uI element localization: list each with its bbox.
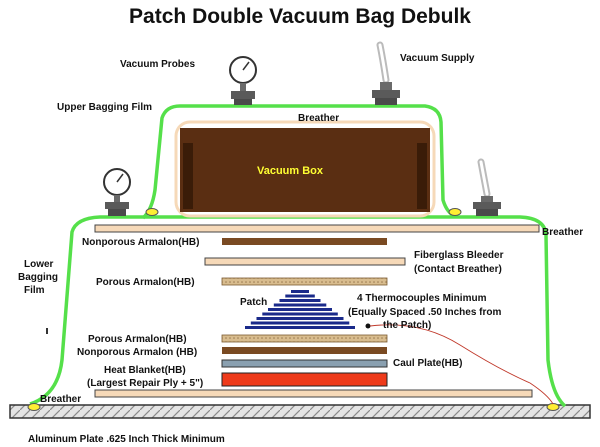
lower-bagging-film-label-1: Lower: [24, 259, 54, 270]
patch-ply: [291, 290, 309, 293]
breather-top-layer: [174, 120, 436, 218]
patch-ply: [268, 308, 332, 311]
fiberglass-bleeder-layer: [204, 257, 406, 266]
porous-armalon-bottom-label: Porous Armalon(HB): [88, 334, 187, 345]
nonporous-armalon-top-layer: [222, 238, 387, 245]
vacuum-box-label: Vacuum Box: [257, 165, 324, 177]
vacuum-box-right-wall: [417, 143, 427, 209]
vacuum-box-left-wall: [183, 143, 193, 209]
nonporous-armalon-top-label: Nonporous Armalon(HB): [82, 237, 199, 248]
nonporous-armalon-bottom-label: Nonporous Armalon (HB): [77, 347, 197, 358]
thermocouple-wire: [369, 324, 554, 405]
vacuum-box-lid: [180, 128, 430, 142]
aluminum-plate-label: Aluminum Plate .625 Inch Thick Minimum: [28, 434, 225, 445]
lower-bagging-film-label-2: Bagging: [18, 272, 58, 283]
vacuum-supply-lower-icon: [473, 158, 501, 216]
patch-ply: [245, 326, 355, 329]
porous-armalon-top-label: Porous Armalon(HB): [96, 277, 195, 288]
patch-ply: [285, 294, 315, 298]
heat-blanket-layer: [221, 372, 388, 387]
nonporous-armalon-bottom-layer: [222, 347, 387, 354]
upper-bagging-film: [141, 104, 456, 220]
patch-ply: [262, 312, 338, 316]
patch-plies: [245, 290, 355, 329]
thermocouples-label-2: (Equally Spaced .50 Inches from: [348, 307, 501, 318]
heat-blanket-label: Heat Blanket(HB): [104, 365, 186, 376]
fiberglass-bleeder-label: Fiberglass Bleeder: [414, 250, 504, 261]
heat-blanket-size-label: (Largest Repair Ply + 5"): [87, 378, 203, 389]
seal-pad-left: [145, 208, 159, 216]
contact-breather-label: (Contact Breather): [414, 264, 502, 275]
thermocouple-point: [365, 323, 371, 329]
seal-pad-bottom-left: [27, 403, 41, 411]
patch-ply: [250, 321, 350, 325]
vacuum-gauge-top-icon: [229, 56, 257, 105]
seal-pad-bottom-right: [546, 403, 560, 411]
porous-armalon-top-layer: [221, 277, 388, 286]
aluminum-plate: [9, 404, 591, 419]
patch-ply: [256, 317, 344, 320]
vacuum-supply-top-icon: [372, 41, 400, 105]
patch-ply: [279, 299, 321, 302]
vacuum-supply-label: Vacuum Supply: [400, 53, 475, 64]
thermocouples-label-1: 4 Thermocouples Minimum: [357, 293, 487, 304]
caul-plate-label: Caul Plate(HB): [393, 358, 462, 369]
title: Patch Double Vacuum Bag Debulk: [129, 5, 471, 28]
caul-plate-layer: [221, 359, 388, 368]
breather-top-label: Breather: [298, 113, 339, 124]
thermocouples-label-3: the Patch): [383, 320, 431, 331]
seal-pad-right: [448, 208, 462, 216]
patch-label: Patch: [240, 297, 267, 308]
lower-bagging-film-label-3: Film: [24, 285, 45, 296]
porous-armalon-bottom-layer: [221, 334, 388, 343]
vacuum-probes-label: Vacuum Probes: [120, 59, 195, 70]
patch-ply: [273, 303, 327, 307]
vacuum-gauge-lower-icon: [103, 168, 131, 216]
edge-marker: [46, 328, 48, 334]
upper-bagging-film-label: Upper Bagging Film: [57, 102, 152, 113]
vacuum-box: [180, 142, 430, 212]
breather-right-label: Breather: [542, 227, 583, 238]
breather-bottom-label: Breather: [40, 394, 81, 405]
breather-bottom-layer: [94, 389, 533, 398]
breather-right-layer: [94, 224, 540, 233]
